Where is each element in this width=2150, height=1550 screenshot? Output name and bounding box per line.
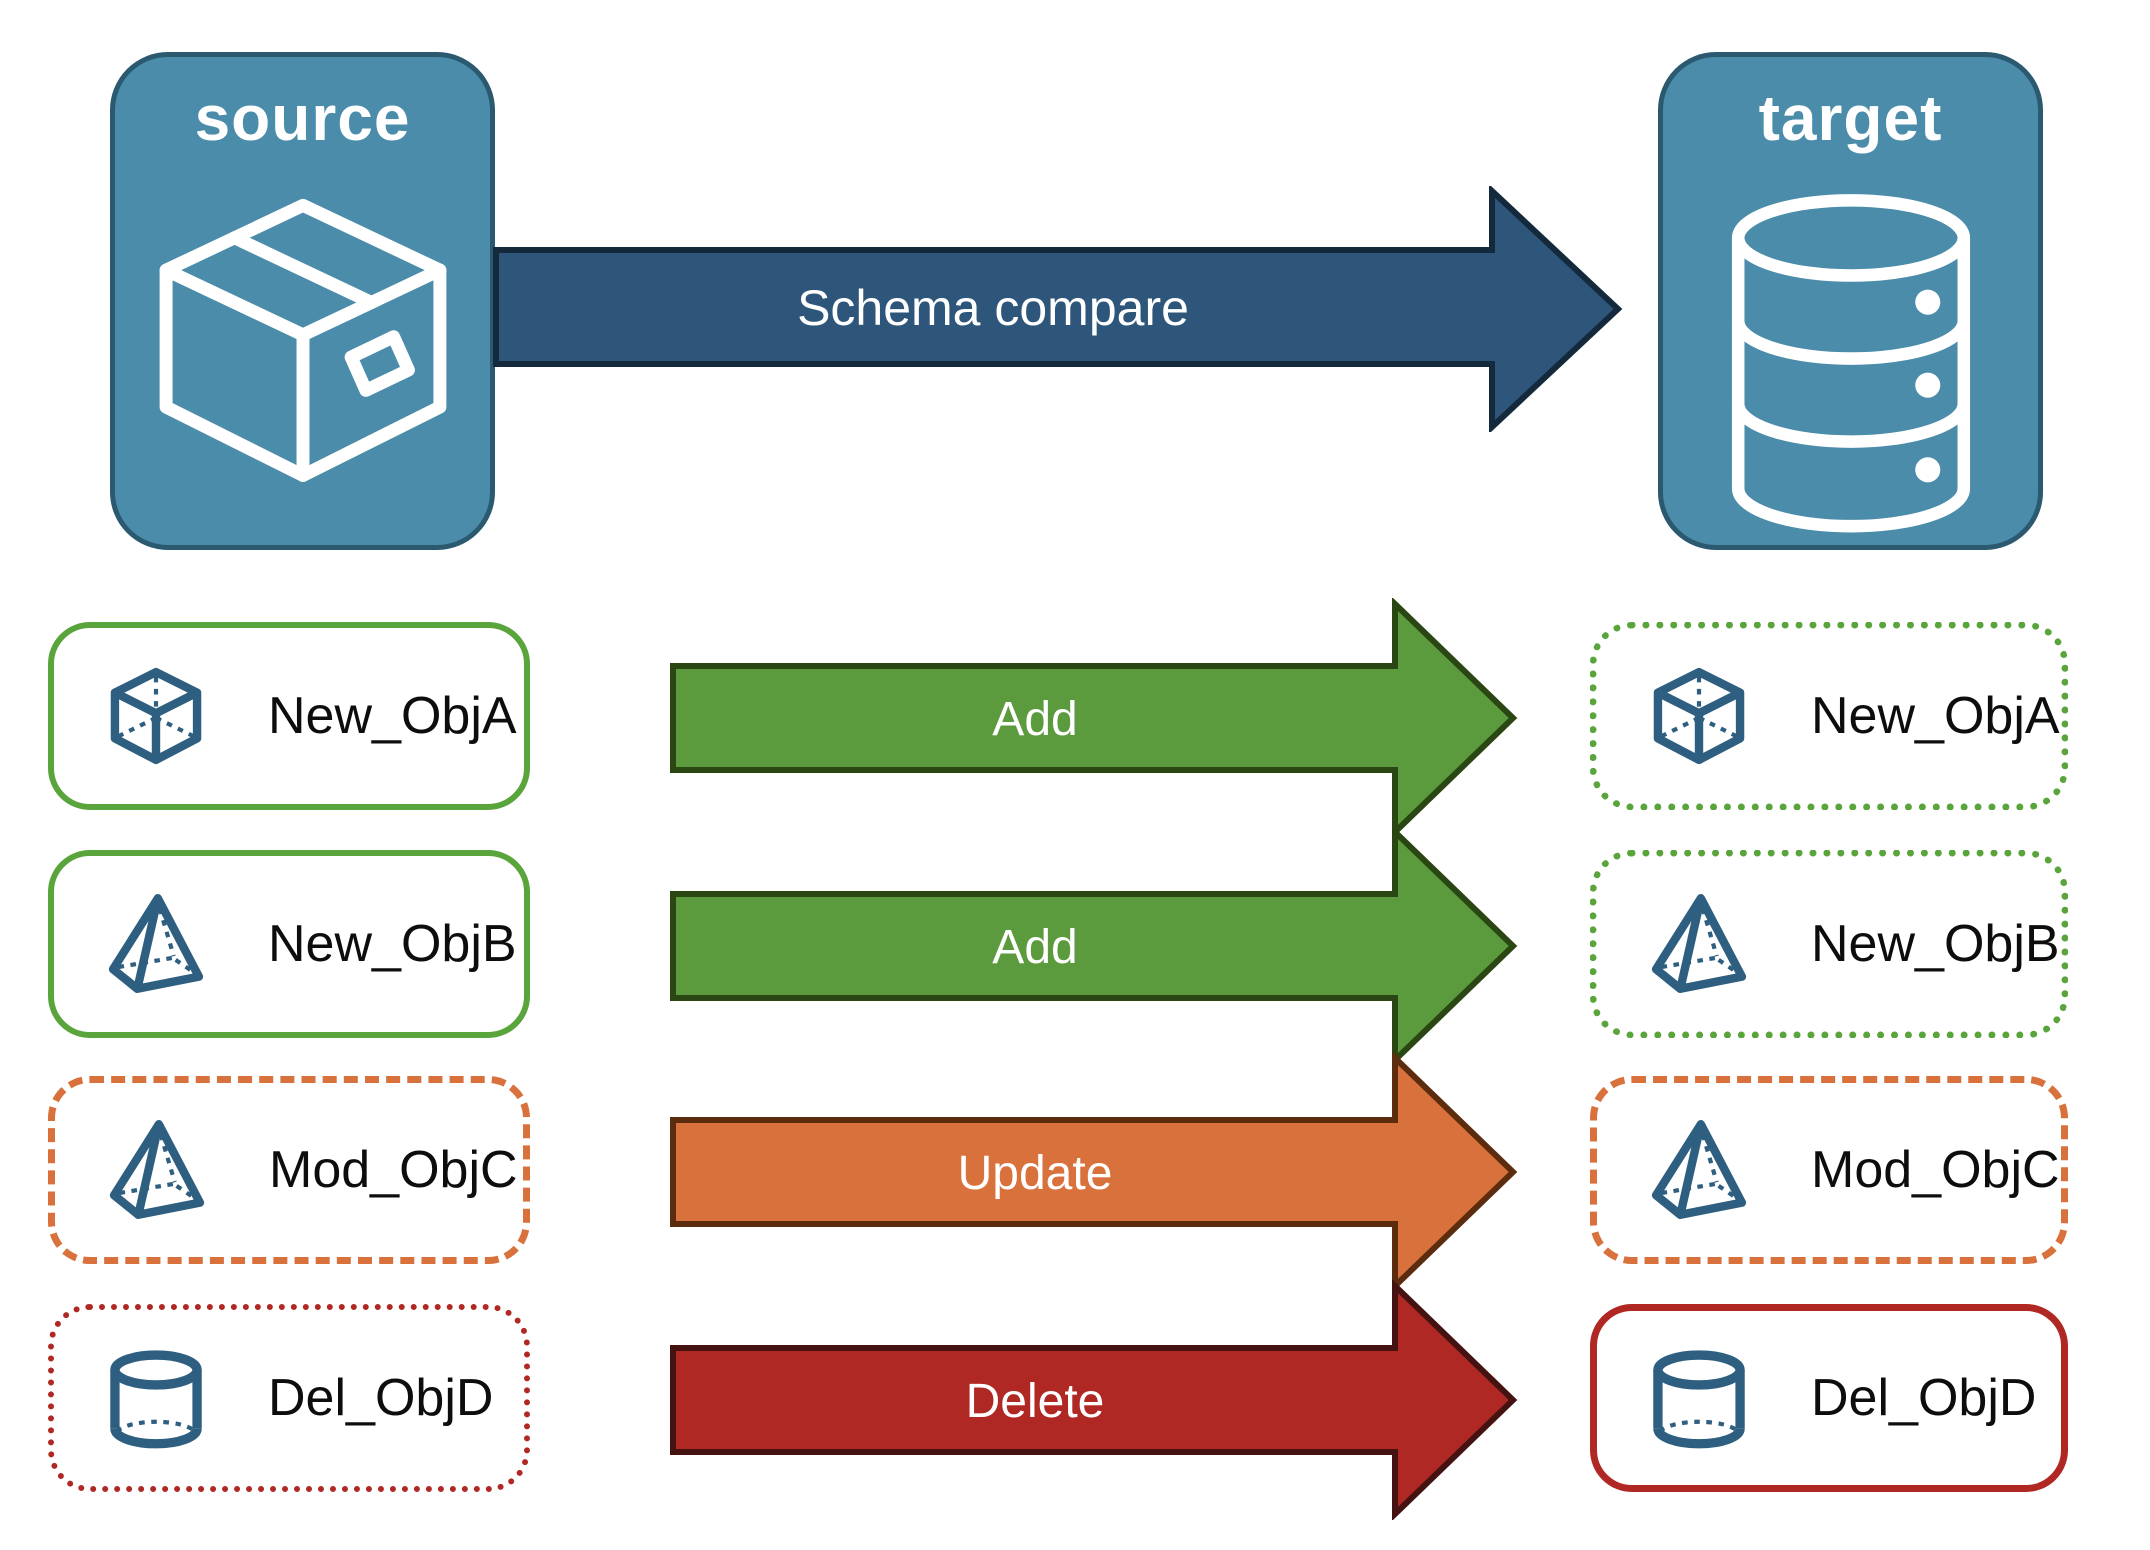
pyramid-icon [109,1120,205,1219]
package-icon [159,198,446,482]
source-object-box-new-obja: New_ObjA [48,622,530,810]
target-object-box-mod-objc: Mod_ObjC [1590,1076,2068,1264]
action-label: Add [992,693,1077,746]
action-arrow-add-2: Add [670,826,1518,1066]
object-label: Mod_ObjC [269,1141,518,1199]
cube-icon [1653,667,1745,765]
database-icon [1731,194,1970,533]
action-arrow-update: Update [670,1052,1518,1292]
pyramid-icon [108,894,204,993]
object-label: New_ObjB [1811,915,2060,973]
source-node: source [110,52,495,550]
schema-compare-arrow: Schema compare [493,186,1623,432]
action-arrow-add-1: Add [670,598,1518,838]
cylinder-icon [1653,1350,1745,1449]
target-label: target [1758,82,1943,154]
pyramid-icon [1651,894,1747,993]
object-label: Mod_ObjC [1811,1141,2060,1199]
object-label: New_ObjA [268,687,517,745]
target-object-box-new-objb: New_ObjB [1590,850,2068,1038]
source-object-box-new-objb: New_ObjB [48,850,530,1038]
object-label: New_ObjA [1811,687,2060,745]
action-arrow-delete: Delete [670,1280,1518,1520]
cylinder-icon [110,1350,202,1449]
source-object-box-mod-objc: Mod_ObjC [48,1076,530,1264]
action-label: Add [992,921,1077,974]
pyramid-icon [1651,1120,1747,1219]
action-label: Delete [966,1375,1105,1428]
action-label: Update [958,1147,1113,1200]
source-label: source [194,82,411,154]
schema-compare-label: Schema compare [797,280,1189,336]
target-node: target [1658,52,2043,550]
cube-icon [110,667,202,765]
object-label: Del_ObjD [1811,1369,2037,1427]
object-label: New_ObjB [268,915,517,973]
source-object-box-del-objd: Del_ObjD [48,1304,530,1492]
object-label: Del_ObjD [268,1369,494,1427]
target-object-box-new-obja: New_ObjA [1590,622,2068,810]
target-object-box-del-objd: Del_ObjD [1590,1304,2068,1492]
